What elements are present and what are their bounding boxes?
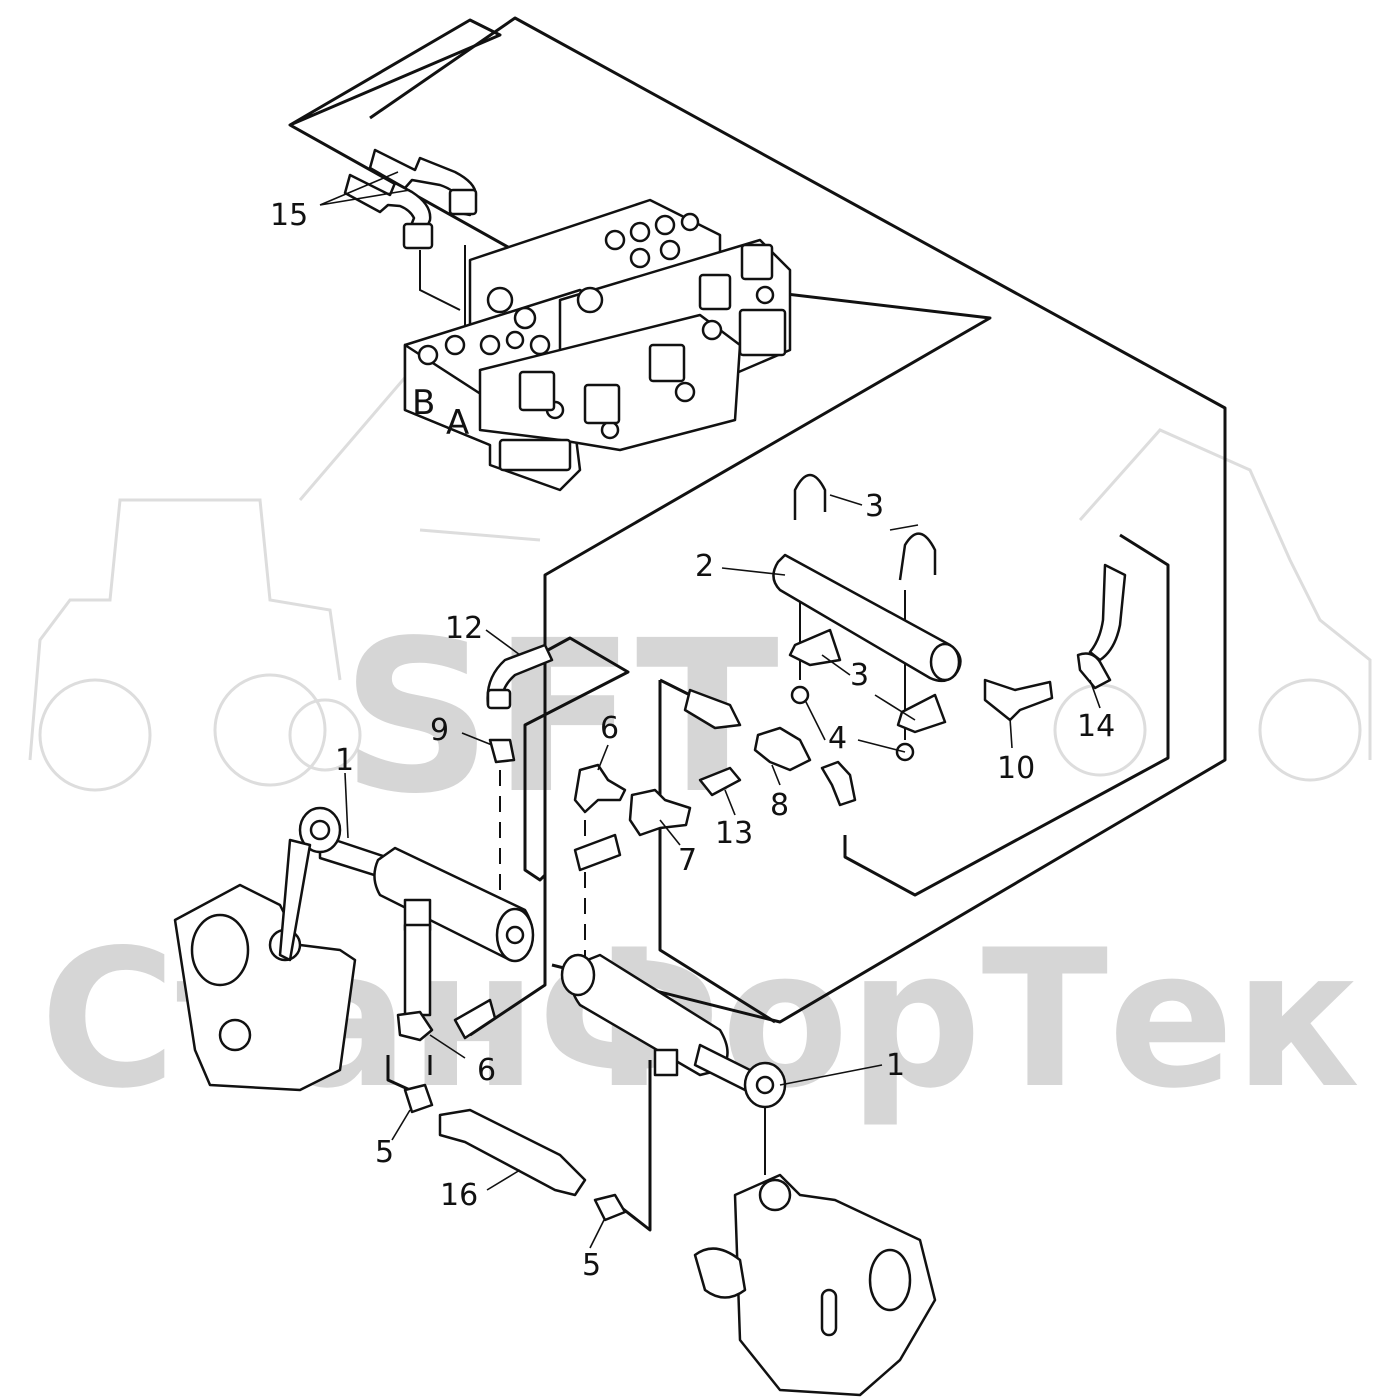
clamp-3c-icon (788, 628, 842, 667)
callout-13: 13 (715, 816, 753, 851)
clamp-3d-icon (896, 693, 947, 734)
u-bolt-3a-icon (793, 473, 827, 520)
callout-5: 5 (375, 1135, 394, 1170)
control-valve-block: B A (403, 198, 792, 492)
hose-assembly-12 (486, 643, 554, 764)
hose-16-icon (438, 1108, 587, 1197)
solenoid-icon (498, 438, 572, 472)
watermark-tractor-left-icon (28, 498, 362, 792)
solenoid-icon (738, 308, 787, 357)
hose-route-bottom (386, 1055, 432, 1092)
nipple-13-icon (698, 766, 742, 797)
callout-4: 4 (828, 721, 847, 756)
callout-3: 3 (850, 658, 869, 693)
valve-port-b: B (412, 383, 435, 423)
callout-3: 3 (865, 489, 884, 524)
solenoid-icon (518, 370, 556, 412)
valve-ports-icon (417, 212, 775, 440)
hose-route-16 (617, 1060, 652, 1232)
solenoid-icon (740, 243, 774, 281)
elbow-6b-icon (396, 1010, 434, 1042)
adapter-5a-icon (403, 1083, 434, 1114)
callout-6: 6 (600, 711, 619, 746)
tee-8-icon (753, 726, 812, 772)
adapter-5b-icon (593, 1193, 627, 1222)
dashed-connector-5 (419, 245, 466, 330)
solenoid-icon (648, 343, 686, 383)
callout-1: 1 (335, 743, 354, 778)
pipe-assembly-2 (772, 473, 1127, 762)
hydraulic-lines (288, 16, 1227, 1232)
leader-lines (319, 171, 1101, 1249)
hydraulic-cylinder-1a (298, 806, 535, 1042)
hose-fittings-15 (343, 148, 478, 250)
callout-7: 7 (678, 843, 697, 878)
elbow-6a-icon (573, 763, 627, 814)
hydraulic-cylinder-1b (560, 953, 787, 1109)
callout-1: 1 (886, 1048, 905, 1083)
nut-4a-icon (790, 685, 810, 705)
u-bolt-3b-icon (898, 532, 937, 581)
callout-6: 6 (477, 1053, 496, 1088)
callout-8: 8 (770, 788, 789, 823)
solenoid-icon (583, 383, 621, 425)
mounting-bracket-right (693, 1173, 937, 1397)
callout-5: 5 (582, 1248, 601, 1283)
callout-10: 10 (997, 751, 1035, 786)
callout-12: 12 (445, 611, 483, 646)
nut-15b-icon (402, 222, 434, 250)
hose-assembly-16 (403, 998, 627, 1222)
hose-fitting-14-icon (1076, 652, 1112, 690)
elbow-fitting-10-icon (983, 678, 1054, 722)
callout-14: 14 (1077, 709, 1115, 744)
mounting-bracket-left (173, 838, 357, 1092)
hose-route-return (843, 533, 1170, 897)
tee-7-icon (628, 788, 692, 837)
callout-2: 2 (695, 549, 714, 584)
tee-fittings (573, 688, 857, 872)
callout-9: 9 (430, 713, 449, 748)
callout-15: 15 (270, 198, 308, 233)
callouts: 15 3 3 2 3 12 6 9 4 14 10 1 8 13 7 6 1 5… (270, 198, 1115, 1283)
hose-route-12 (523, 636, 630, 882)
valve-port-a: A (446, 403, 469, 443)
adapter-9-icon (488, 738, 516, 764)
nut-15a-icon (448, 188, 478, 216)
hose-route-top (369, 16, 1227, 1024)
callout-16: 16 (440, 1178, 478, 1213)
solenoid-icon (698, 273, 732, 311)
